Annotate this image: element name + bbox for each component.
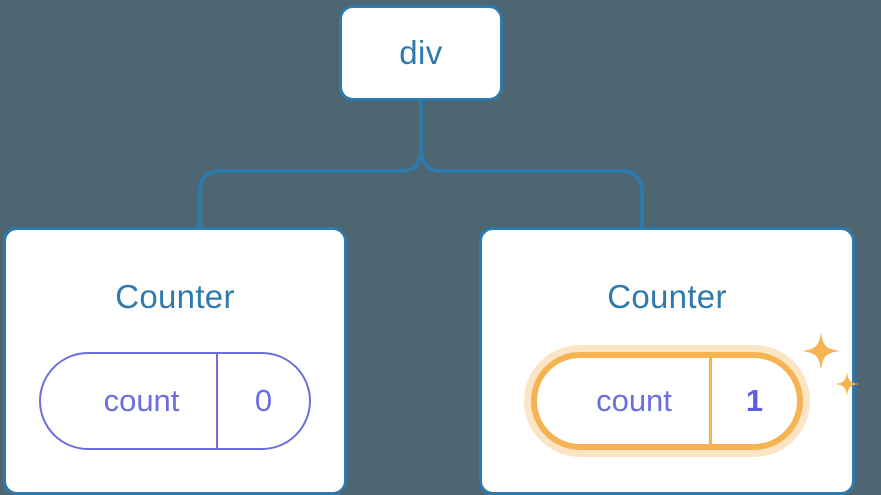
state-value-right: 1 — [745, 383, 764, 418]
node-root-div[interactable]: div — [339, 5, 503, 101]
state-pill-right-highlighted[interactable]: count 1 — [531, 332, 859, 450]
sparkle-large-icon — [802, 332, 840, 370]
state-pill-wrap-left: count 0 — [6, 352, 344, 450]
state-pill-wrap-right: count 1 — [482, 332, 859, 450]
state-value-left: 0 — [254, 383, 273, 418]
sparkle-small-icon — [835, 372, 859, 396]
state-pill-left[interactable]: count 0 — [39, 352, 311, 450]
connector-to-left-child — [198, 148, 423, 229]
node-counter-left-label: Counter — [115, 278, 235, 315]
connector-to-right-child — [419, 148, 644, 229]
sparkle-group — [802, 332, 859, 396]
node-counter-left[interactable]: Counter count 0 — [3, 227, 347, 495]
state-key-left: count — [41, 354, 218, 448]
node-root-label: div — [399, 34, 443, 71]
node-counter-right[interactable]: Counter count 1 — [479, 227, 859, 495]
node-counter-right-label: Counter — [607, 278, 727, 315]
state-key-right: count — [537, 358, 712, 444]
